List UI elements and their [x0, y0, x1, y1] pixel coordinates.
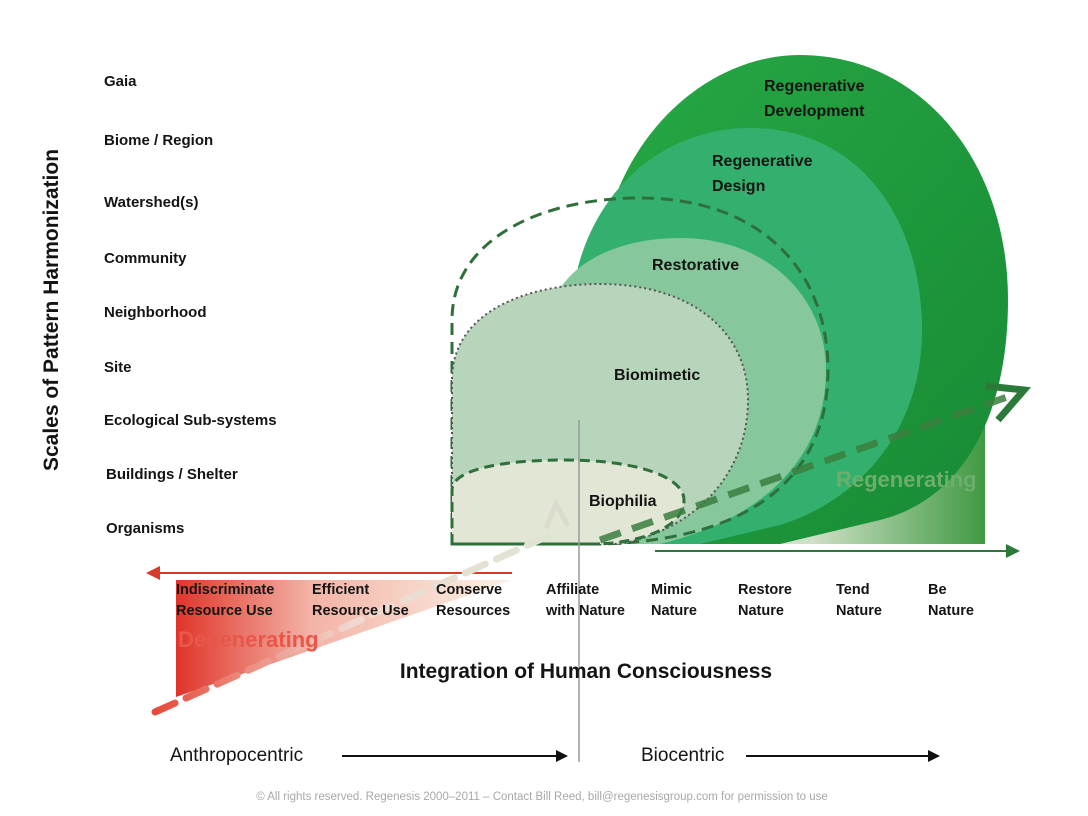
restorative-outline [450, 196, 830, 546]
biophilia-zone [450, 458, 686, 546]
level-affiliate-2: with Nature [545, 603, 625, 619]
level-indiscriminate-2: Resource Use [176, 603, 273, 619]
level-efficient-2: Resource Use [312, 603, 409, 619]
level-be-1: Be [928, 582, 947, 598]
level-indiscriminate-1: Indiscriminate [176, 582, 274, 598]
degenerating-label: Degenerating [178, 627, 319, 652]
level-tend-2: Nature [836, 603, 882, 619]
scale-buildings-shelter: Buildings / Shelter [106, 466, 238, 483]
biocentric-arrowhead [928, 750, 940, 762]
copyright-notice: © All rights reserved. Regenesis 2000–20… [256, 791, 828, 803]
regenerating-label: Regenerating [836, 467, 977, 492]
zone-label-restorative: Restorative [652, 257, 739, 274]
level-restore-1: Restore [738, 582, 792, 598]
zone-label-regen-design-2: Design [712, 178, 765, 195]
trend-dashed-line-right [598, 392, 1012, 544]
level-restore-2: Nature [738, 603, 784, 619]
scale-ecological-subsystems: Ecological Sub-systems [104, 412, 277, 429]
scale-neighborhood: Neighborhood [104, 304, 206, 321]
consciousness-levels: Indiscriminate Resource Use Efficient Re… [176, 582, 974, 619]
trend-up-chevron [543, 498, 571, 529]
level-conserve-1: Conserve [436, 582, 502, 598]
level-efficient-1: Efficient [312, 582, 369, 598]
regenerating-arrowhead [1006, 544, 1020, 558]
degenerating-arrowhead [146, 566, 160, 580]
trend-dashed-line-left [151, 532, 552, 716]
scale-biome-region: Biome / Region [104, 132, 213, 149]
zone-label-regen-dev-1: Regenerative [764, 78, 865, 95]
scale-community: Community [104, 250, 187, 267]
level-conserve-2: Resources [436, 603, 510, 619]
zone-label-biophilia: Biophilia [589, 493, 657, 510]
level-mimic-2: Nature [651, 603, 697, 619]
level-mimic-1: Mimic [651, 582, 692, 598]
level-be-2: Nature [928, 603, 974, 619]
trend-arrowhead [985, 382, 1032, 423]
x-axis-label: Integration of Human Consciousness [400, 660, 772, 683]
anthropocentric-arrowhead [556, 750, 568, 762]
scale-organisms: Organisms [106, 520, 184, 537]
scale-gaia: Gaia [104, 73, 137, 90]
zone-label-biomimetic: Biomimetic [614, 367, 700, 384]
biocentric-label: Biocentric [641, 745, 724, 766]
level-affiliate-1: Affiliate [546, 582, 599, 598]
zone-label-regen-design-1: Regenerative [712, 153, 813, 170]
scale-watersheds: Watershed(s) [104, 194, 198, 211]
y-axis-label: Scales of Pattern Harmonization [40, 149, 63, 471]
scale-site: Site [104, 359, 132, 376]
zone-label-regen-dev-2: Development [764, 103, 865, 120]
level-tend-1: Tend [836, 582, 870, 598]
anthropocentric-label: Anthropocentric [170, 745, 303, 766]
